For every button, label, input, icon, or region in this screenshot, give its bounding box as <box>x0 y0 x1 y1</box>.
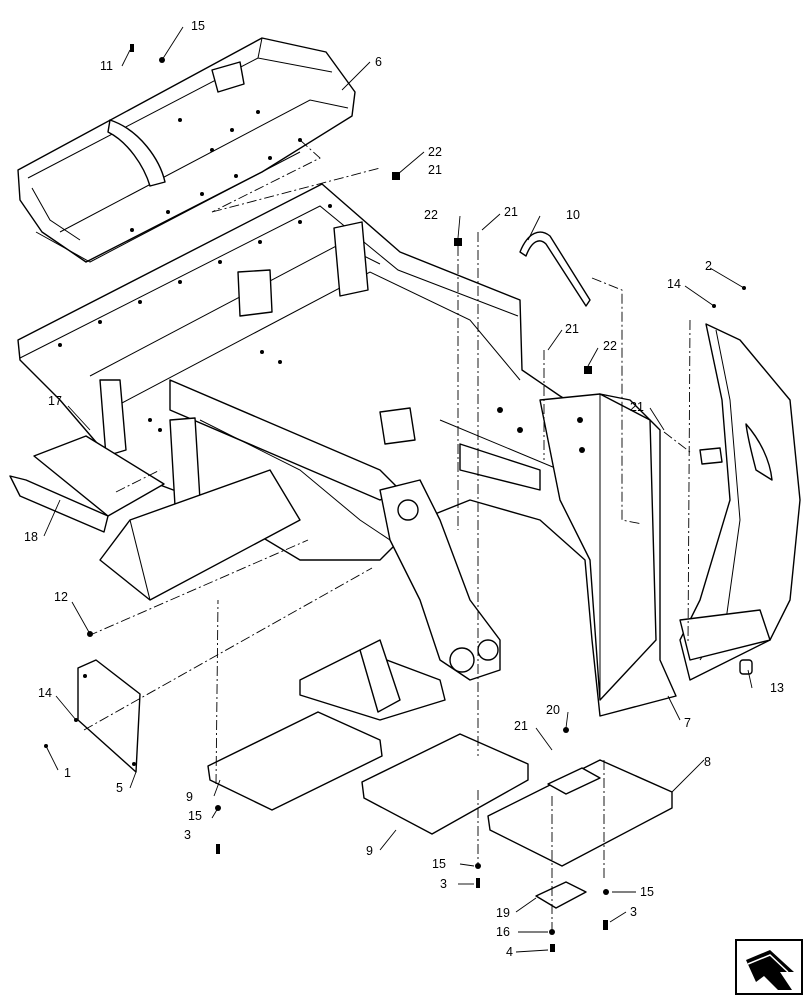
fender-panel-part <box>679 323 801 681</box>
callout-1: 1 <box>64 766 71 780</box>
callout-15: 15 <box>188 809 202 823</box>
callout-6: 6 <box>375 55 382 69</box>
callout-17: 17 <box>48 394 62 408</box>
callout-leaders <box>43 26 753 953</box>
callout-9: 9 <box>366 844 373 858</box>
callout-22: 22 <box>603 339 617 353</box>
callout-13: 13 <box>770 681 784 695</box>
callout-9: 9 <box>186 790 193 804</box>
callout-20: 20 <box>546 703 560 717</box>
callout-21: 21 <box>630 400 644 414</box>
callout-16: 16 <box>496 925 510 939</box>
pin-13 <box>739 659 753 675</box>
callout-21: 21 <box>514 719 528 733</box>
callout-18: 18 <box>24 530 38 544</box>
callout-15: 15 <box>640 885 654 899</box>
callout-14: 14 <box>38 686 52 700</box>
callout-3: 3 <box>630 905 637 919</box>
callout-21: 21 <box>428 163 442 177</box>
callout-7: 7 <box>684 716 691 730</box>
callout-3: 3 <box>440 877 447 891</box>
callout-11: 11 <box>100 59 113 73</box>
callout-22: 22 <box>428 145 442 159</box>
next-page-arrow-icon[interactable] <box>735 939 803 995</box>
callout-19: 19 <box>496 906 510 920</box>
tool-tray-part <box>17 37 356 263</box>
small-plate-19 <box>535 881 587 909</box>
main-frame-part <box>17 183 677 717</box>
callout-22: 22 <box>424 208 438 222</box>
callout-labels: 15 11 6 22 21 22 21 10 2 14 21 22 21 17 … <box>24 19 784 959</box>
callout-5: 5 <box>116 781 123 795</box>
callout-4: 4 <box>506 945 513 959</box>
hardware-fasteners <box>44 44 746 952</box>
callout-15: 15 <box>432 857 446 871</box>
floor-plate-8 <box>487 759 673 867</box>
callout-12: 12 <box>54 590 68 604</box>
handle-rod-part <box>519 231 591 307</box>
loader-arm-linkage <box>299 479 501 721</box>
callout-21: 21 <box>504 205 518 219</box>
callout-21: 21 <box>565 322 579 336</box>
callout-14: 14 <box>667 277 681 291</box>
bracket-plate-17 <box>33 435 165 517</box>
assembly-lines <box>83 139 691 930</box>
callout-10: 10 <box>566 208 580 222</box>
callout-15: 15 <box>191 19 205 33</box>
cover-plate-part <box>77 659 141 773</box>
bracket-plate-18 <box>9 475 109 533</box>
callout-3: 3 <box>184 828 191 842</box>
callout-2: 2 <box>705 259 712 273</box>
callout-8: 8 <box>704 755 711 769</box>
floor-plate-9-mid <box>361 733 529 835</box>
floor-plate-9-left <box>207 711 383 811</box>
